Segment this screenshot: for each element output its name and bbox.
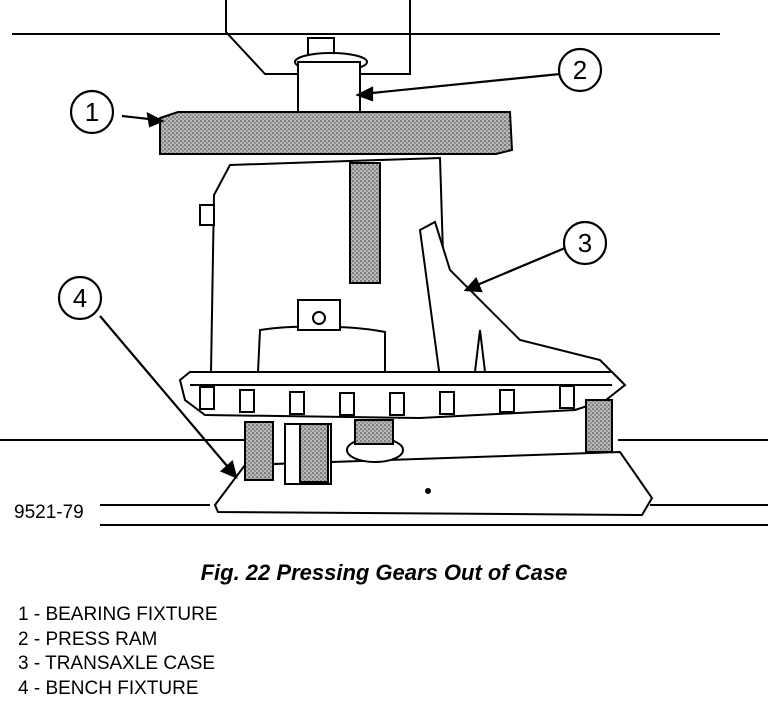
callout-2: 2 (557, 47, 603, 93)
legend-item: 1 - BEARING FIXTURE (18, 604, 218, 625)
figure-code: 9521-79 (14, 502, 84, 523)
bearing-fixture (159, 111, 514, 155)
bench-fixture (213, 399, 654, 517)
svg-text:2: 2 (573, 55, 587, 85)
svg-text:3: 3 (578, 228, 592, 258)
legend-list: 1 - BEARING FIXTURE 2 - PRESS RAM 3 - TR… (18, 603, 218, 701)
legend-item: 3 - TRANSAXLE CASE (18, 653, 216, 674)
svg-text:1: 1 (85, 97, 99, 127)
leader-lines (99, 72, 566, 479)
callout-4: 4 (57, 275, 103, 321)
callout-1: 1 (69, 89, 115, 135)
press-ram (294, 37, 368, 113)
bench-rails (0, 439, 768, 526)
legend-item: 2 - PRESS RAM (18, 628, 158, 650)
figure-caption: Fig. 22 Pressing Gears Out of Case (200, 560, 568, 585)
svg-text:4: 4 (73, 283, 87, 313)
transaxle-case (178, 156, 627, 420)
press-diagram: 1 2 3 4 9521-79 (0, 0, 768, 526)
press-frame (12, 0, 720, 75)
callout-3: 3 (562, 220, 608, 266)
legend-item: 4 - BENCH FIXTURE (18, 677, 199, 699)
